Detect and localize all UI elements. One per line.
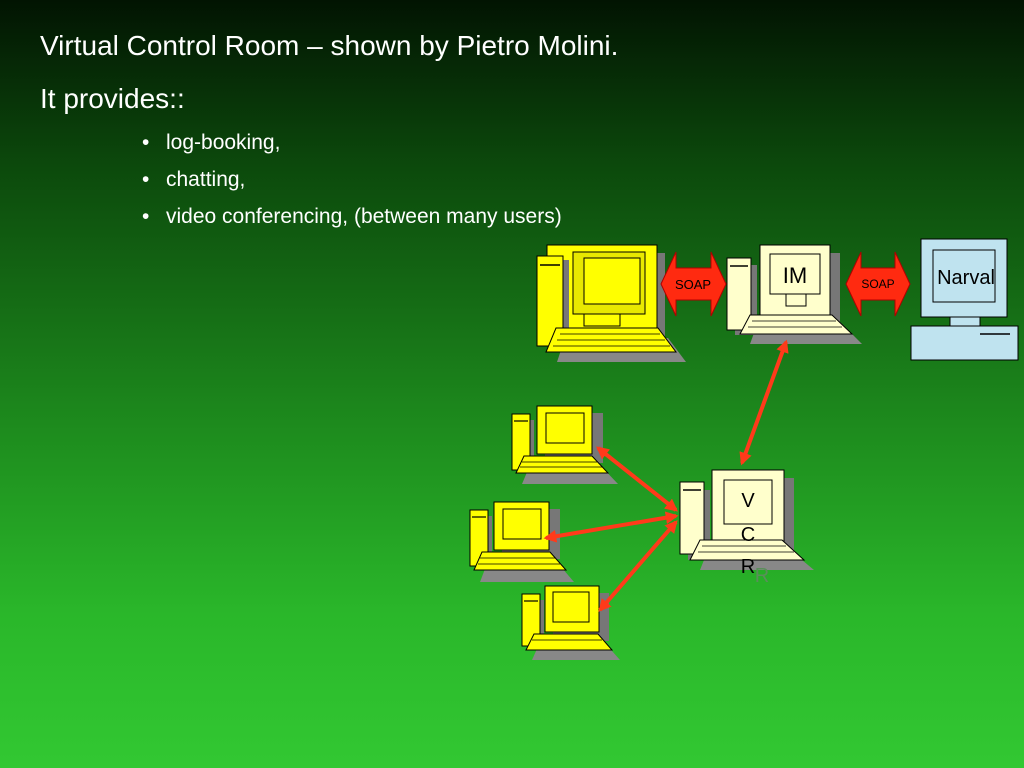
- feature-item-video: video conferencing, (between many users): [140, 198, 562, 235]
- arrow-client1-vcr: [595, 446, 679, 512]
- arrow-im-vcr: [739, 339, 789, 466]
- client-computer-3: [521, 585, 620, 660]
- slide-title: Virtual Control Room – shown by Pietro M…: [40, 30, 619, 61]
- vcr-server-computer: V C R R: [679, 469, 814, 587]
- client-computer-1: [511, 405, 618, 484]
- feature-item-logbooking: log-booking,: [140, 124, 562, 161]
- arrow-client3-vcr: [598, 520, 678, 612]
- feature-item-chatting: chatting,: [140, 161, 562, 198]
- slide-subtitle: It provides::: [40, 83, 185, 114]
- vcr-label-v: V: [741, 490, 755, 512]
- arrow-client2-vcr: [543, 511, 679, 543]
- narval-label: Narval: [937, 267, 995, 289]
- narval-computer: Narval: [910, 238, 1019, 361]
- client-computer-main: [536, 244, 686, 362]
- client-computer-2: [469, 501, 574, 582]
- soap-arrow-left: SOAP: [660, 251, 727, 317]
- soap-arrow-right: SOAP: [845, 251, 911, 317]
- vcr-label-c: C: [741, 524, 755, 546]
- soap-label-left: SOAP: [675, 277, 711, 292]
- vcr-label-r-shadow: R: [755, 565, 769, 587]
- feature-list: log-booking, chatting, video conferencin…: [140, 124, 562, 235]
- soap-label-right: SOAP: [861, 277, 894, 291]
- im-label: IM: [783, 263, 807, 288]
- vcr-label-r: R: [741, 556, 755, 578]
- im-server-computer: IM: [726, 244, 862, 344]
